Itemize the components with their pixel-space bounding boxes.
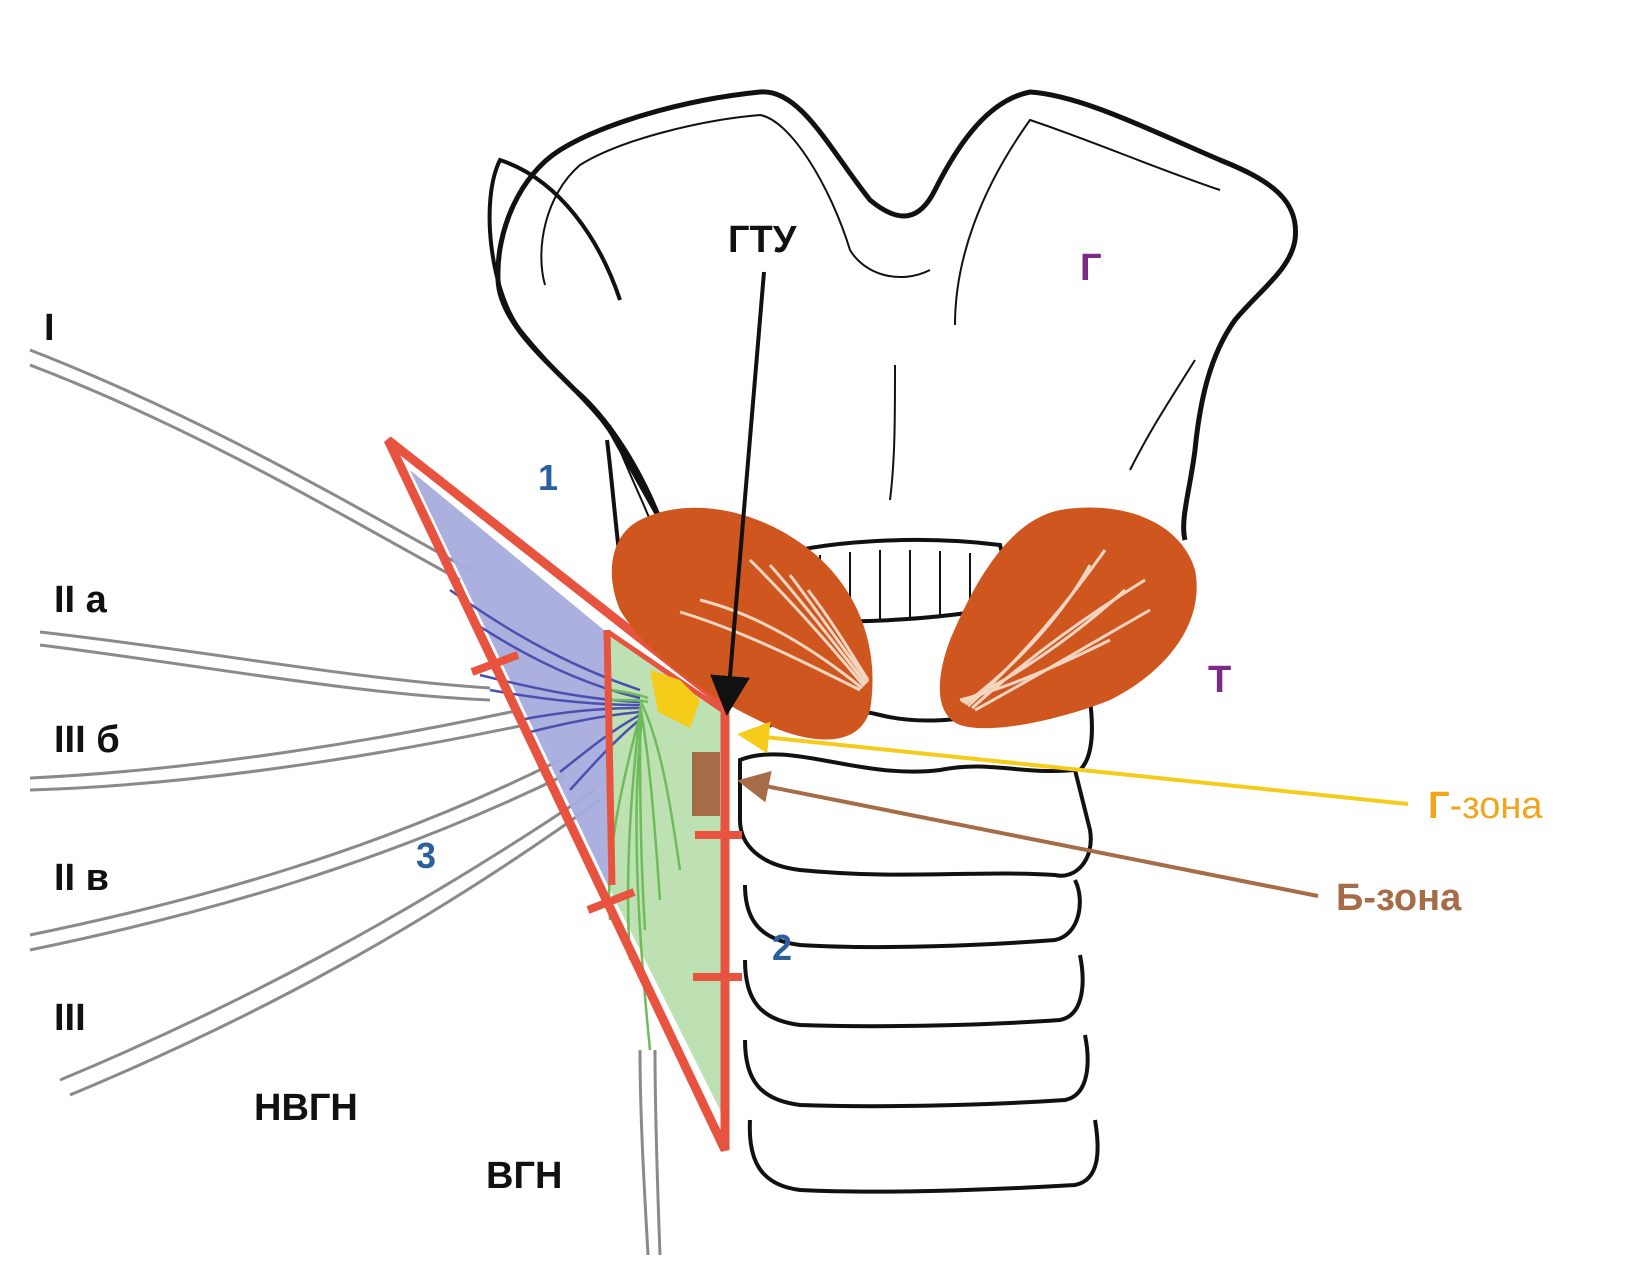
label-nerve-IIa: II а — [54, 579, 108, 621]
trachea-right-wall — [1078, 699, 1094, 772]
thyroid-left-wall — [605, 439, 622, 561]
right-muscle-fibers — [959, 549, 1151, 712]
g-zone-arrow — [737, 721, 1409, 806]
label-nerve-IIv: II в — [54, 857, 109, 899]
thyroid-midline — [889, 364, 896, 501]
brown-zone-marker — [692, 752, 720, 816]
thyroid-right-edge — [1129, 359, 1196, 471]
label-g-zone-letter: Г — [1428, 785, 1450, 827]
thyroid-inner-right — [954, 118, 1221, 326]
b-zone-arrow — [737, 770, 1319, 898]
label-b-zone: Б-зона — [1336, 877, 1462, 919]
label-nerve-IIIb: III б — [54, 719, 120, 761]
tracheal-ring-3 — [743, 1034, 1090, 1109]
nerve-lines — [29, 348, 662, 1256]
yellow-zone-marker — [650, 670, 700, 728]
label-num-3: 3 — [416, 835, 436, 876]
tracheal-ring-4 — [747, 1119, 1100, 1194]
label-t: Т — [1208, 659, 1231, 701]
red-divider-top — [606, 629, 727, 715]
thyroid-cartilage-outer — [495, 89, 1299, 541]
label-g-zone-rest: -зона — [1450, 785, 1544, 827]
inner-red-line — [603, 629, 616, 886]
label-num-2: 2 — [772, 927, 792, 968]
thyroid-inner-outline — [540, 113, 931, 286]
blue-triangle-zone — [410, 470, 610, 890]
outer-red-triangle — [383, 436, 730, 1152]
label-nerve-I: I — [44, 307, 55, 349]
left-muscle-fibers — [679, 558, 870, 692]
tracheal-ring-2 — [743, 954, 1085, 1029]
tracheal-ring-1 — [743, 879, 1082, 950]
label-gtu: ГТУ — [728, 219, 797, 261]
red-ticks — [470, 651, 742, 981]
gtu-arrow — [710, 271, 766, 716]
label-g: Г — [1080, 247, 1102, 289]
green-branches — [607, 688, 682, 1051]
label-num-1: 1 — [538, 457, 558, 498]
label-nerve-III: III — [54, 997, 86, 1039]
label-nvgn: НВГН — [254, 1087, 358, 1129]
left-muscle — [611, 507, 873, 740]
thyroid-left-edge — [609, 424, 651, 521]
label-g-zone: Г-зона — [1428, 785, 1543, 827]
label-vgn: ВГН — [486, 1155, 562, 1197]
